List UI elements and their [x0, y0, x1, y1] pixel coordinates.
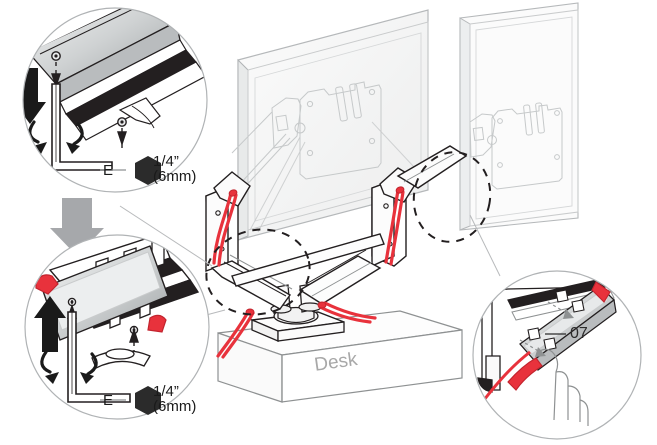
hex-icon-top [135, 156, 161, 185]
tool-size-top: 1/4” (6mm) [153, 154, 196, 184]
cable-routing [212, 188, 405, 359]
vesa-plate-left [231, 81, 382, 191]
detail-bottom-left [24, 234, 210, 420]
push-down-arrow [23, 68, 46, 124]
tool-size-bottom-line2: (6mm) [153, 398, 197, 415]
tool-size-top-line1: 1/4” [153, 153, 179, 170]
part-number-07: 07 [570, 325, 588, 342]
detail-top-left [22, 7, 208, 193]
allen-key-bottom [67, 311, 131, 403]
tool-label-top: E [103, 162, 114, 179]
tool-size-bottom-line1: 1/4” [153, 383, 179, 400]
monitor-left [231, 9, 429, 241]
rotate-arrow-bottom [40, 350, 98, 376]
tool-size-bottom: 1/4” (6mm) [153, 384, 196, 414]
mount-base [249, 282, 345, 342]
monitor-right [459, 2, 579, 231]
vesa-plate-right [469, 102, 563, 190]
pull-up-arrow [34, 296, 66, 352]
hex-icon-bottom [135, 386, 161, 415]
main-illustration [119, 2, 579, 403]
detail-right [472, 270, 642, 440]
tool-size-top-line2: (6mm) [153, 168, 197, 185]
callout-right-vesa-joint [412, 151, 492, 243]
arm-right [231, 145, 468, 305]
callout-left-arm-channel [205, 228, 311, 316]
tool-label-bottom: E [103, 392, 114, 409]
